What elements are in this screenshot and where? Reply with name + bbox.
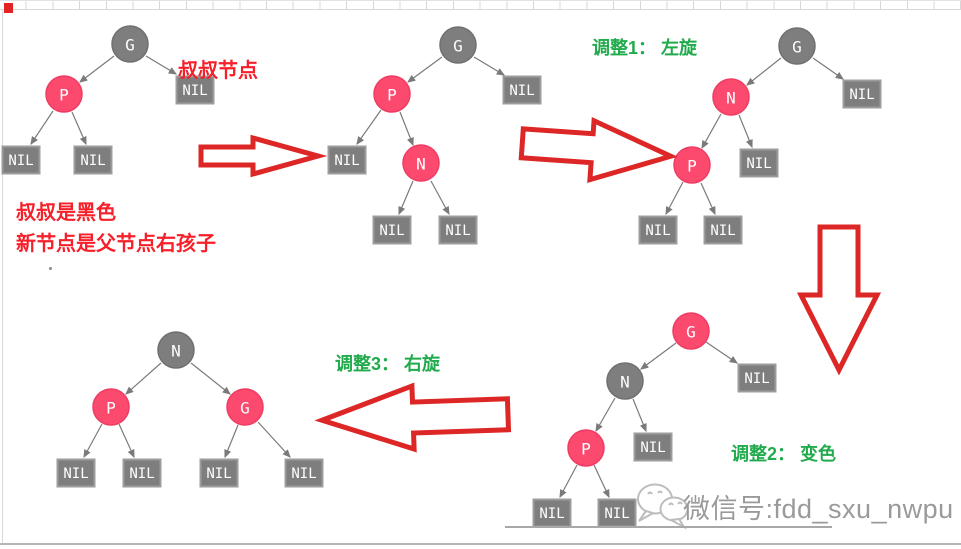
step2-recolor-label: 调整2： 变色 [731, 444, 837, 464]
tree3-node-p: P [673, 146, 711, 184]
nil-label: NIL [849, 87, 874, 103]
tree4-node-g-label: G [686, 323, 696, 342]
tree3-node-n-label: N [726, 89, 736, 108]
tree1-node-g-label: G [125, 36, 135, 55]
tree4-node-n: N [606, 362, 644, 400]
left-border-line [2, 9, 3, 543]
nil-label: NIL [640, 440, 665, 456]
nil-label: NIL [539, 506, 564, 522]
tree5-nil-box: NIL [122, 458, 162, 488]
tree4-node-g: G [672, 312, 710, 350]
nil-label: NIL [746, 156, 771, 172]
spreadsheet-grid-strip [0, 0, 961, 10]
tree3-node-g-label: G [792, 38, 802, 57]
nil-label: NIL [129, 466, 154, 482]
tree2-node-p-label: P [387, 86, 397, 105]
tree2-nil-box: NIL [327, 145, 367, 175]
tree3-node-g: G [778, 27, 816, 65]
tree2-node-g: G [439, 26, 477, 64]
arrow-right-icon [198, 134, 328, 178]
tree4-nil-box: NIL [633, 432, 673, 462]
watermark-text: 微信号:fdd_sxu_nwpu [683, 494, 954, 524]
bottom-border-line [0, 543, 961, 545]
tree-initial: G P NIL NIL NIL [1, 25, 215, 175]
stray-dot [49, 267, 52, 270]
tree4-node-p-label: P [581, 440, 591, 459]
tree1-nil-box: NIL [73, 145, 113, 175]
tree2-node-n: N [402, 144, 440, 182]
nil-label: NIL [63, 466, 88, 482]
tree5-nil-box: NIL [199, 458, 239, 488]
tree5-node-p-label: P [106, 399, 116, 418]
nil-label: NIL [445, 223, 470, 239]
tree5-node-g-label: G [240, 399, 250, 418]
tree2-nil-box: NIL [372, 215, 412, 245]
step1-left-rotate-label: 调整1： 左旋 [592, 38, 698, 58]
tree-recolored: G N NIL P NIL NIL [532, 312, 777, 528]
nil-label: NIL [182, 83, 207, 99]
tree2-node-g-label: G [453, 37, 463, 56]
tree5-node-n: N [157, 331, 195, 369]
tree5-nil-box: NIL [56, 458, 96, 488]
nil-label: NIL [710, 223, 735, 239]
nil-label: NIL [291, 466, 316, 482]
case-note-line2: 新节点是父节点右孩子 [16, 233, 216, 255]
tree4-nil-box: NIL [532, 498, 572, 528]
nil-label: NIL [604, 506, 629, 522]
tree5-node-n-label: N [171, 342, 181, 361]
tree4-node-p: P [567, 429, 605, 467]
step3-right-rotate-label: 调整3： 右旋 [335, 354, 441, 374]
arrow-down-icon [796, 224, 882, 376]
tree-left-rotated: G N NIL P NIL NIL [638, 27, 882, 245]
tree4-node-n-label: N [620, 373, 630, 392]
nil-label: NIL [80, 153, 105, 169]
tree4-nil-box: NIL [597, 498, 637, 528]
tree1-uncle-nil-box: NIL [175, 75, 215, 105]
tree-new-node: G P NIL NIL N NIL [327, 26, 542, 245]
nil-label: NIL [645, 223, 670, 239]
tree2-uncle-nil-box: NIL [502, 75, 542, 105]
red-marker-icon [4, 3, 13, 13]
tree5-node-g: G [226, 388, 264, 426]
tree1-node-p: P [45, 75, 83, 113]
nil-label: NIL [509, 83, 534, 99]
nil-label: NIL [206, 466, 231, 482]
tree1-node-p-label: P [59, 86, 69, 105]
tree3-node-n: N [712, 78, 750, 116]
wechat-icon [637, 483, 689, 530]
tree1-node-g: G [111, 25, 149, 63]
nil-label: NIL [744, 371, 769, 387]
tree3-node-p-label: P [687, 157, 697, 176]
tree5-node-p: P [92, 388, 130, 426]
tree3-nil-box: NIL [703, 215, 743, 245]
arrow-right-icon [518, 117, 678, 184]
arrow-left-icon [314, 382, 512, 453]
tree4-nil-box: NIL [737, 363, 777, 393]
uncle-node-label: 叔叔节点 [178, 60, 258, 82]
nil-label: NIL [379, 223, 404, 239]
tree3-nil-box: NIL [638, 215, 678, 245]
nil-label: NIL [334, 153, 359, 169]
watermark-underline [505, 526, 832, 528]
tree3-nil-box: NIL [739, 148, 779, 178]
case-note-line1: 叔叔是黑色 [16, 202, 116, 224]
tree3-uncle-nil-box: NIL [842, 79, 882, 109]
nil-label: NIL [8, 153, 33, 169]
tree1-nil-box: NIL [1, 145, 41, 175]
tree2-nil-box: NIL [438, 215, 478, 245]
tree2-node-n-label: N [416, 155, 426, 174]
tree-right-rotated: N P G NIL NIL NIL [56, 331, 324, 488]
tree5-nil-box: NIL [284, 458, 324, 488]
tree2-node-p: P [373, 75, 411, 113]
